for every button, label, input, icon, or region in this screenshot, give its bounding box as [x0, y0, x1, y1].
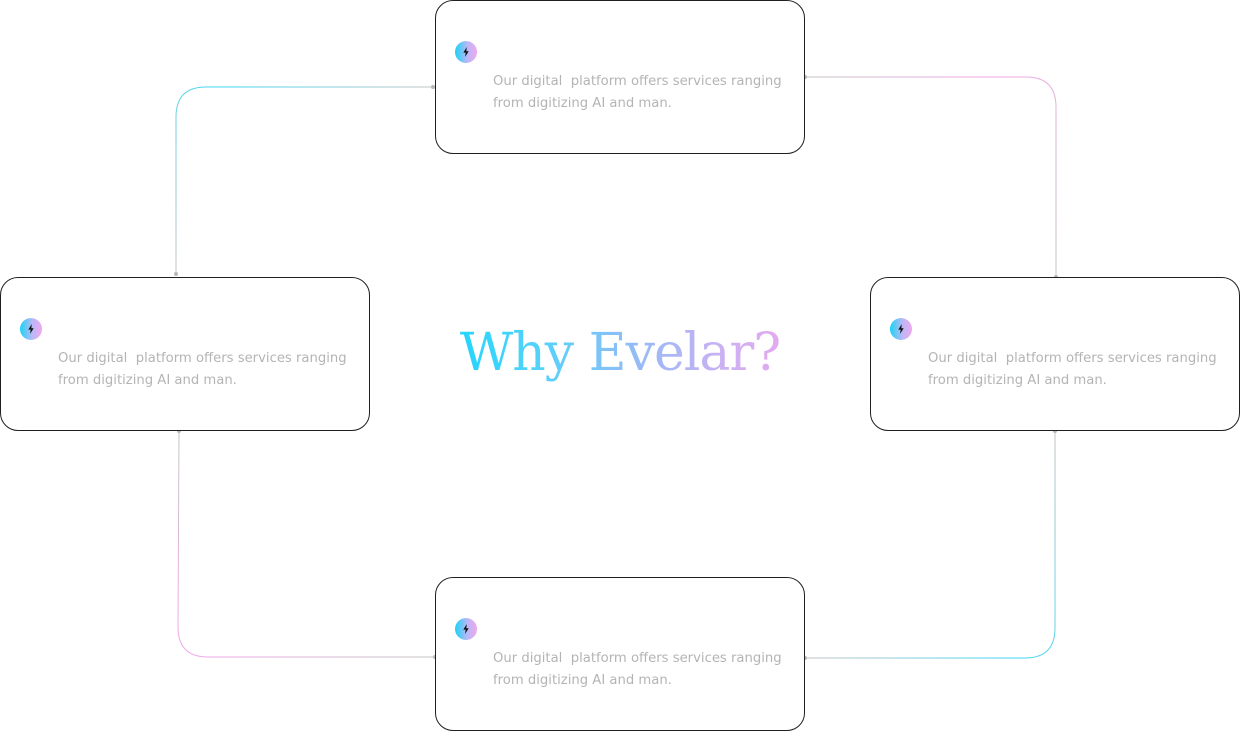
card-description: Our digital platform offers services ran… — [928, 351, 1221, 388]
feature-card-bottom: Our digital platform offers services ran… — [435, 577, 805, 731]
connector-top-left — [175, 86, 435, 273]
connector-dot — [174, 272, 178, 276]
card-description: Our digital platform offers services ran… — [493, 651, 786, 688]
card-description: Our digital platform offers services ran… — [58, 351, 351, 388]
lightning-bolt-icon — [890, 318, 912, 340]
feature-card-top: Our digital platform offers services ran… — [435, 0, 805, 154]
lightning-bolt-icon — [455, 41, 477, 63]
card-description: Our digital platform offers services ran… — [493, 74, 786, 111]
lightning-bolt-icon — [20, 318, 42, 340]
feature-card-left: Our digital platform offers services ran… — [0, 277, 370, 431]
connector-dot — [431, 85, 435, 89]
lightning-bolt-icon — [455, 618, 477, 640]
connector-top-right — [805, 76, 1057, 277]
connector-bottom-right — [805, 431, 1056, 659]
feature-card-right: Our digital platform offers services ran… — [870, 277, 1240, 431]
connector-bottom-left — [177, 430, 435, 658]
why-evelar-heading: Why Evelar? — [420, 318, 820, 388]
